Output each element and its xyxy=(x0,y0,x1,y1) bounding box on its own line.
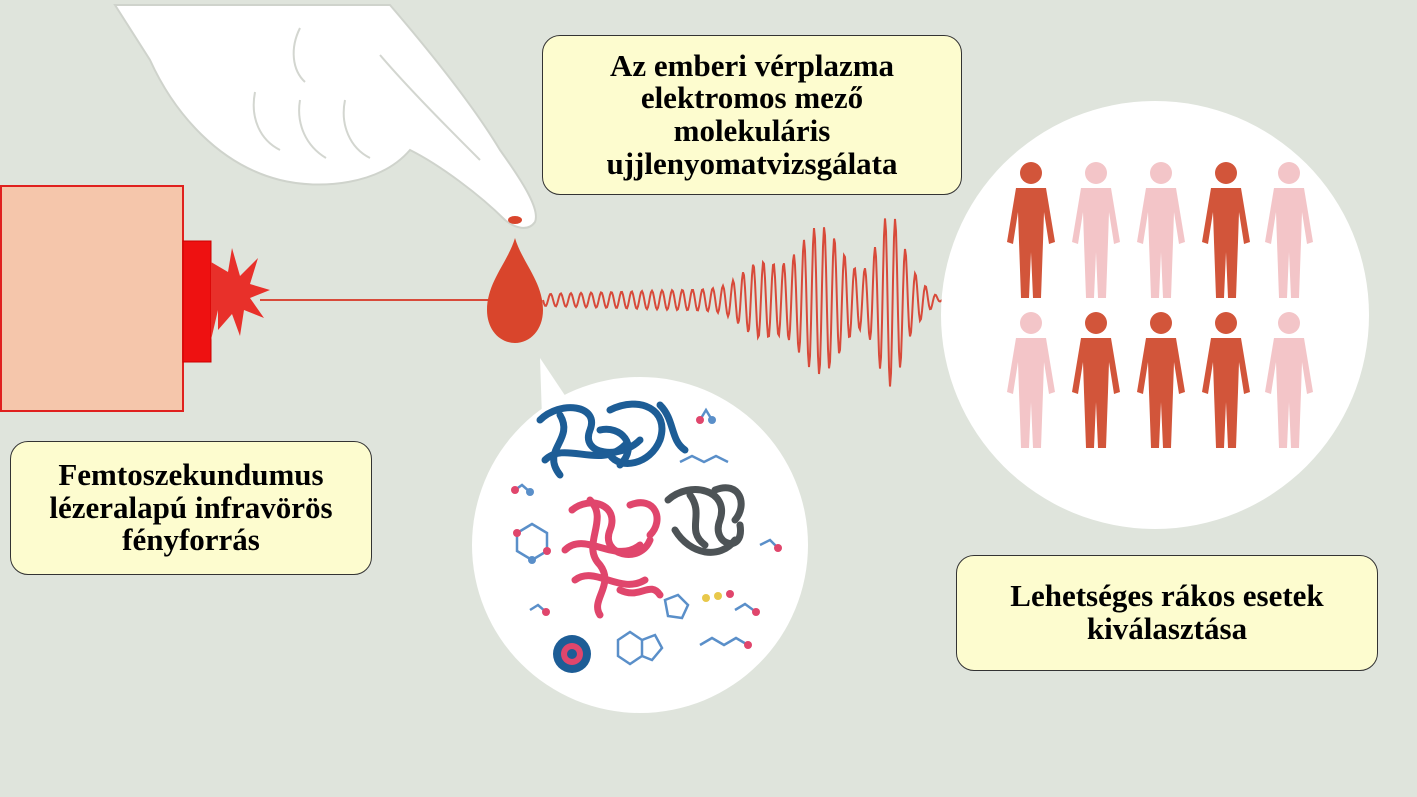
molecules-bubble-icon xyxy=(472,358,808,713)
person-figure-icon xyxy=(1265,162,1313,298)
person-figure-icon xyxy=(1265,312,1313,448)
cancer-selection-label: Lehetséges rákos esetek kiválasztása xyxy=(956,555,1378,671)
laser-source-label: Femtoszekundumus lézeralapú infravörös f… xyxy=(10,441,372,575)
gray-protein-icon xyxy=(664,484,745,556)
pink-protein-icon xyxy=(561,496,664,619)
laser-flash-icon xyxy=(211,248,270,340)
person-figure-icon xyxy=(1072,312,1120,448)
blood-drop-icon xyxy=(487,238,543,343)
atom-dots xyxy=(511,416,782,649)
electric-field-wave-icon xyxy=(542,218,943,387)
small-molecules-icon xyxy=(514,407,779,666)
person-figure-icon xyxy=(1137,312,1185,448)
person-figure-icon xyxy=(1072,162,1120,298)
plasma-fingerprint-label: Az emberi vérplazma elektromos mező mole… xyxy=(542,35,962,195)
people-circle-icon xyxy=(941,101,1369,529)
pointing-hand-icon xyxy=(113,4,537,229)
lipoprotein-icon xyxy=(553,635,591,673)
person-figure-icon xyxy=(1202,162,1250,298)
people-grid xyxy=(1007,162,1313,448)
blue-protein-icon xyxy=(536,400,689,479)
person-figure-icon xyxy=(1007,162,1055,298)
laser-device-icon xyxy=(0,185,270,412)
person-figure-icon xyxy=(1007,312,1055,448)
person-figure-icon xyxy=(1137,162,1185,298)
person-figure-icon xyxy=(1202,312,1250,448)
